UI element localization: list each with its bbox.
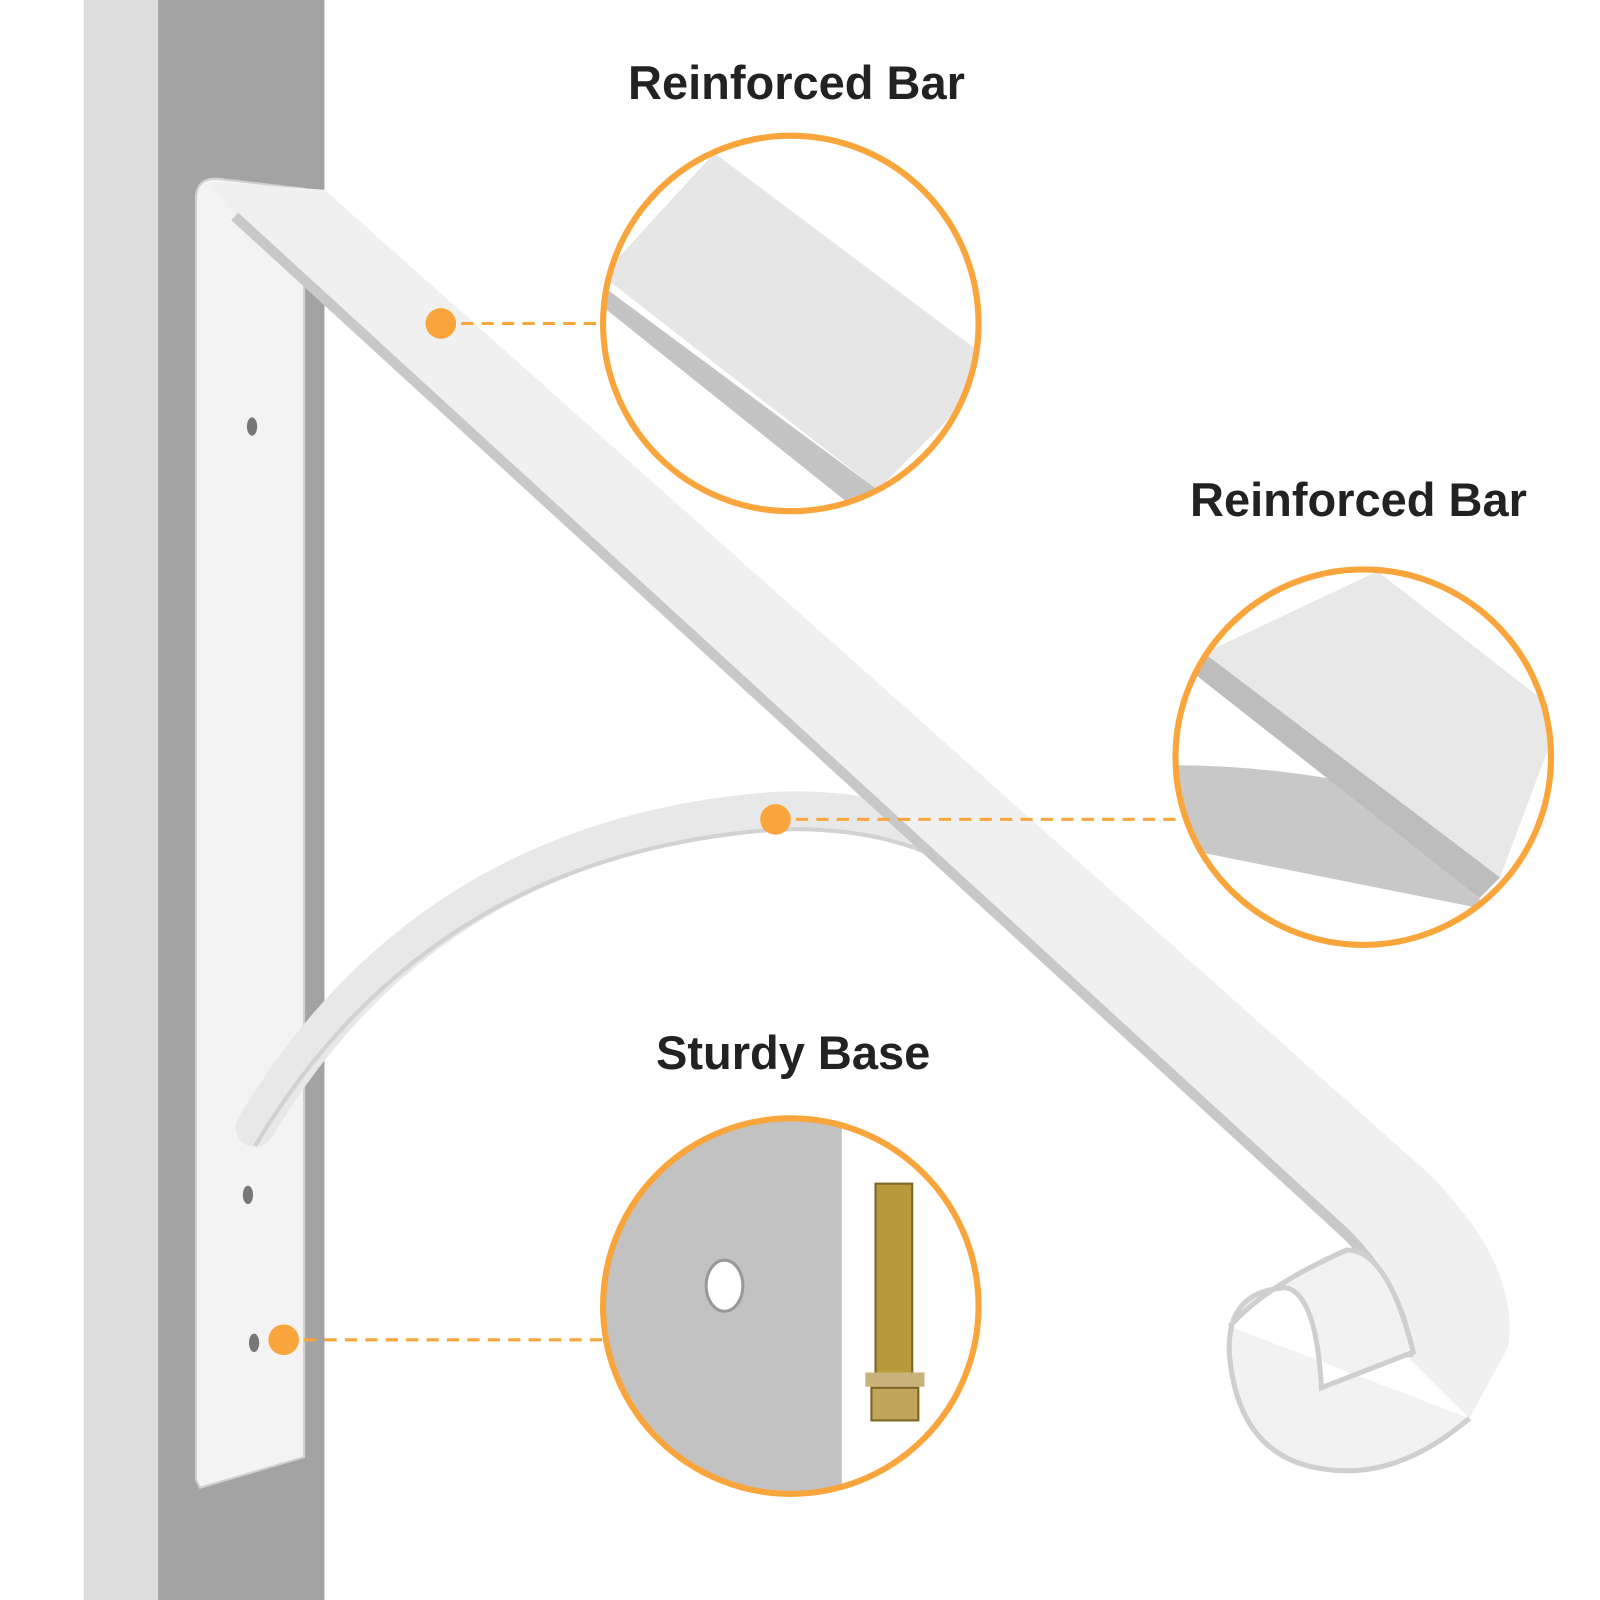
wall-post-light bbox=[83, 0, 160, 1600]
callout-label-reinforced-bar-top: Reinforced Bar bbox=[628, 56, 965, 109]
callout-label-reinforced-bar-right: Reinforced Bar bbox=[1190, 473, 1527, 526]
callout-bar-joint-detail bbox=[1175, 569, 1552, 945]
callout-label-sturdy-base: Sturdy Base bbox=[656, 1026, 931, 1079]
callout-dots bbox=[268, 308, 791, 1356]
callout-bar-detail bbox=[603, 135, 979, 512]
screw-holes bbox=[242, 417, 260, 1353]
callout-connectors bbox=[283, 321, 1176, 1342]
anchor-bolt-icon bbox=[865, 1182, 925, 1422]
mounting-plate bbox=[194, 177, 306, 1489]
scroll-end bbox=[1226, 1247, 1472, 1474]
